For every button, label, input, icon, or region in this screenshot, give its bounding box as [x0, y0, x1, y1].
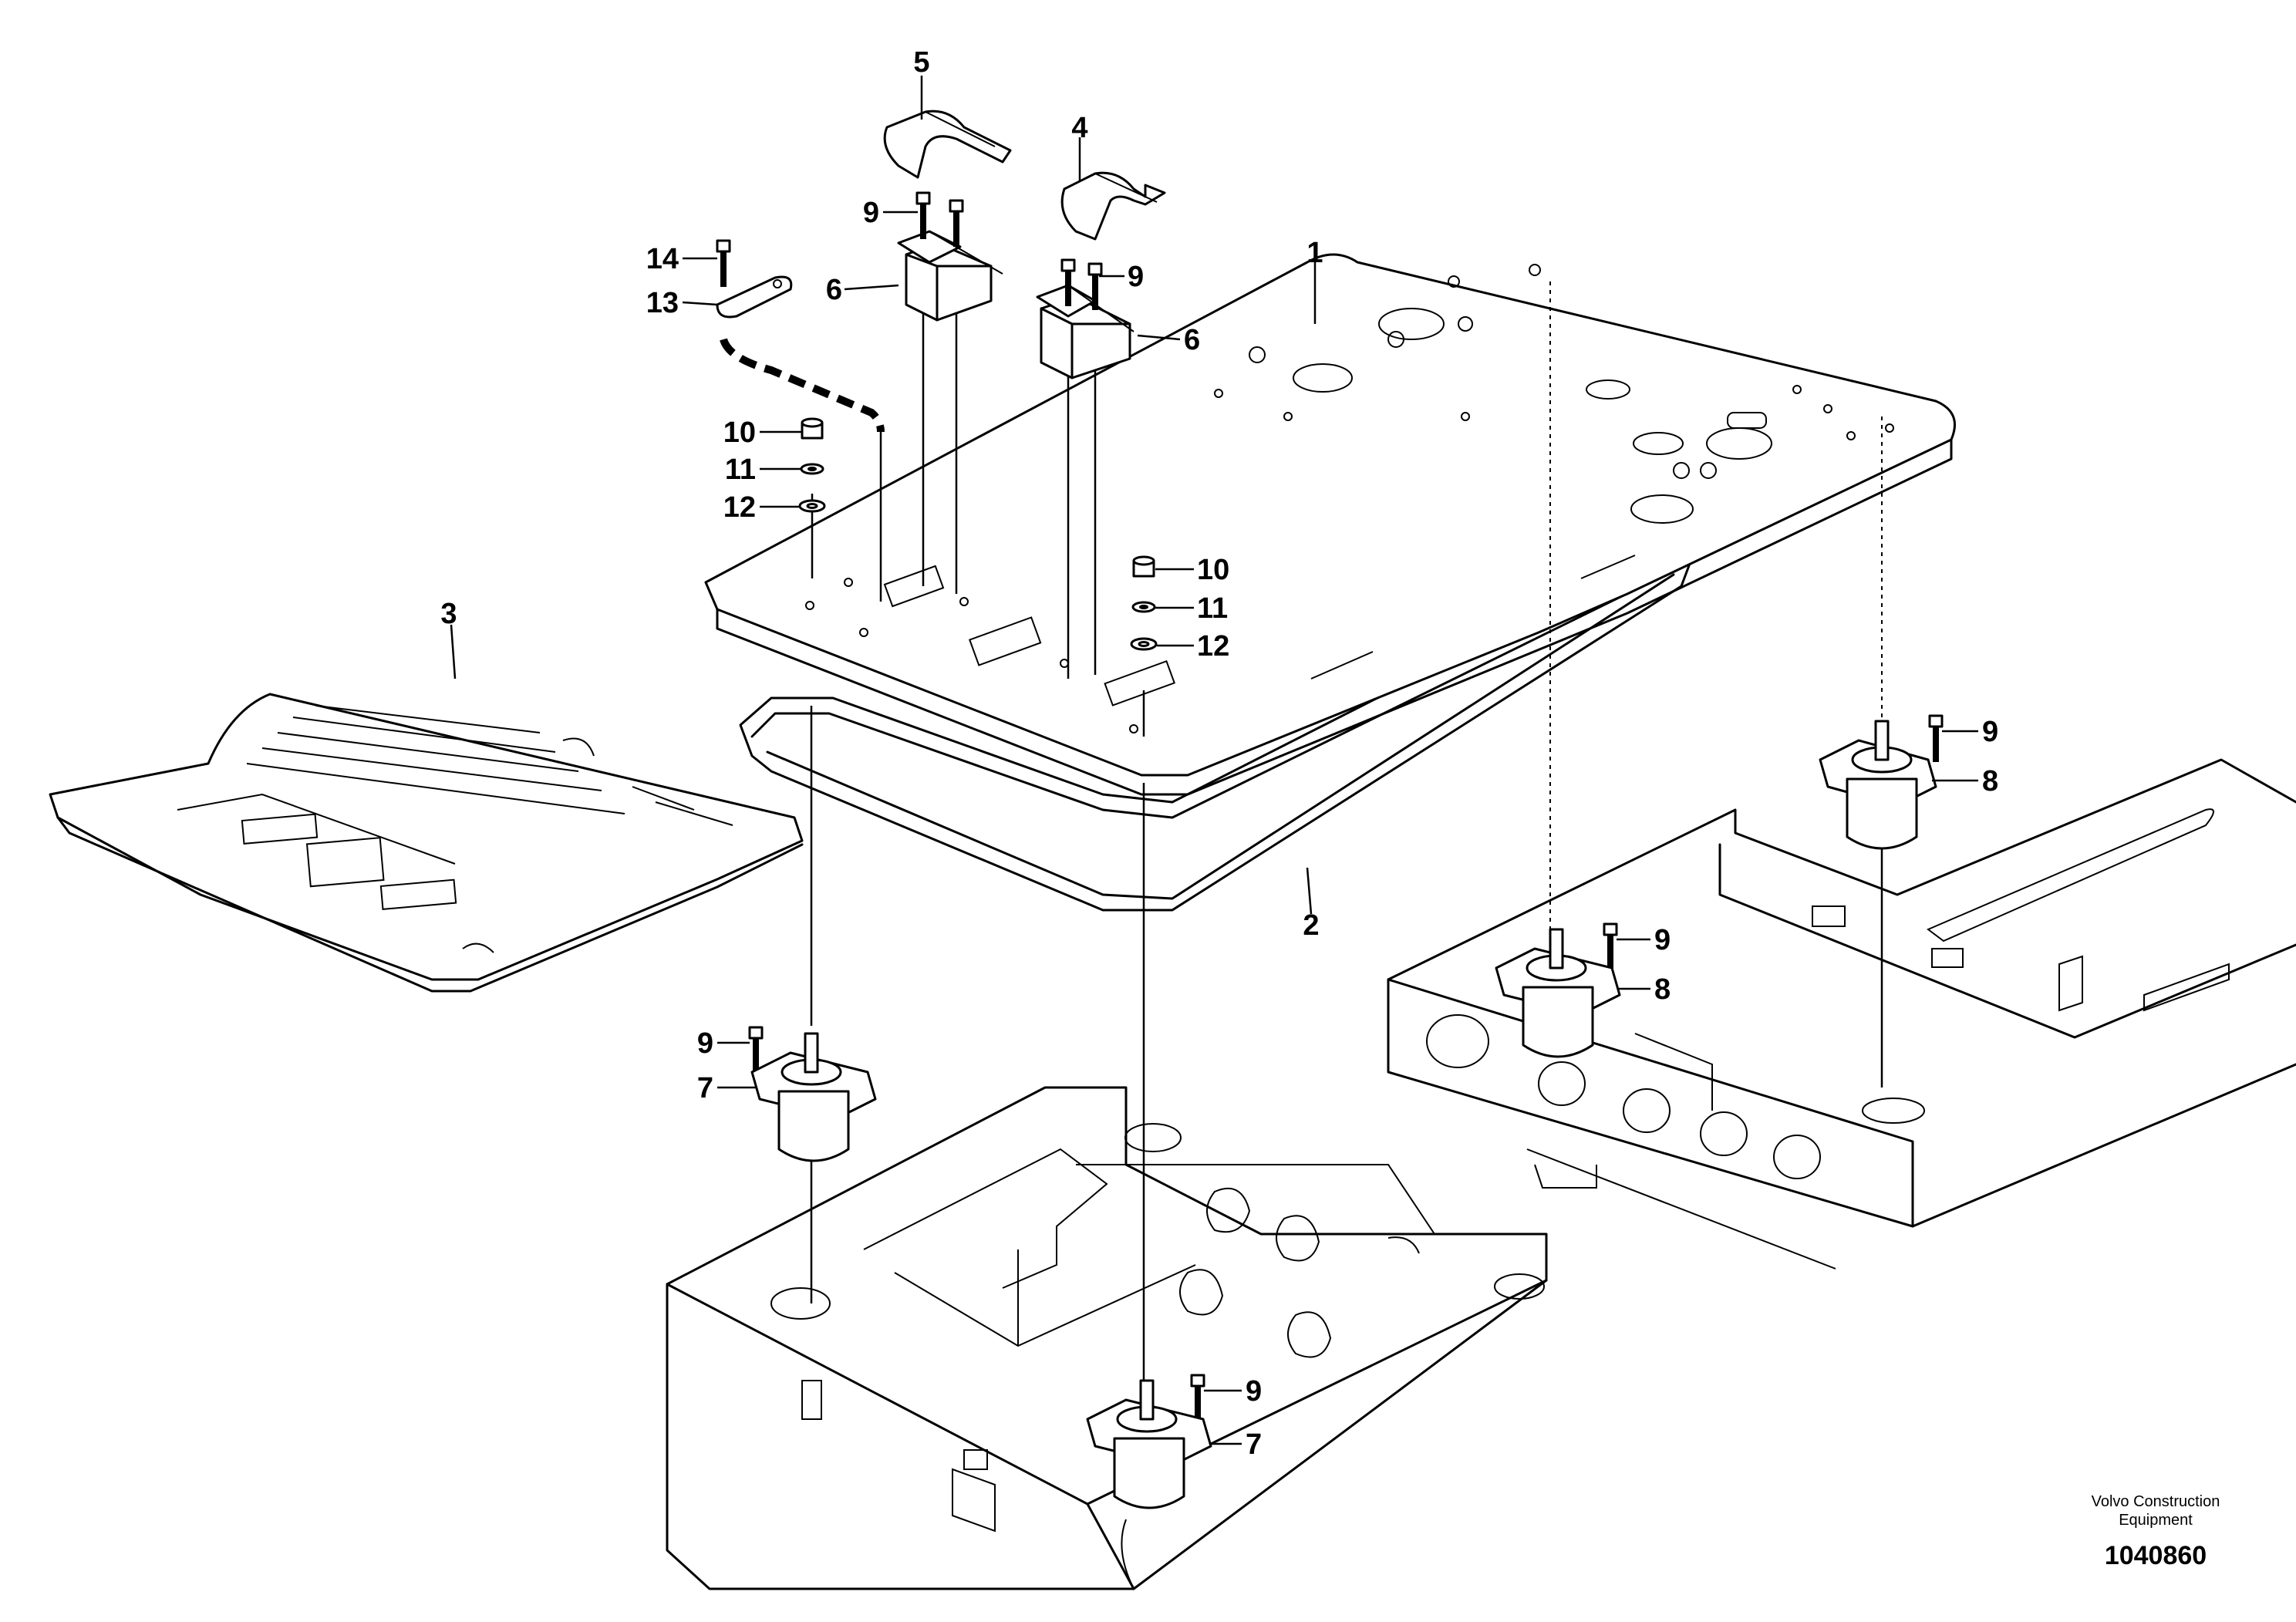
- bolt-9-h: [1190, 1374, 1205, 1421]
- callout-10-right: 10: [1197, 554, 1229, 586]
- document-number: 1040860: [2105, 1541, 2207, 1570]
- callout-labels: 1 2 3 4 5 6 6 7 7 8 8 9 9 9 9 9 9 10 10 …: [440, 46, 1998, 1461]
- bolt-9-d: [1087, 262, 1103, 310]
- callout-7-front: 7: [1246, 1428, 1262, 1461]
- callout-10-left: 10: [723, 416, 756, 449]
- callout-12-left: 12: [723, 491, 756, 524]
- callout-9-rear: 9: [1982, 716, 1998, 748]
- callout-4: 4: [1071, 112, 1087, 144]
- rubber-mount-8-middle: [1495, 928, 1621, 1058]
- callout-9-left: 9: [697, 1027, 713, 1060]
- callout-2: 2: [1303, 909, 1319, 942]
- lower-frame-rear: [1387, 758, 2296, 1270]
- floor-plate: [704, 253, 1956, 796]
- callout-9-front: 9: [1246, 1375, 1262, 1408]
- callout-6-left: 6: [826, 274, 842, 306]
- leader-lines: [450, 76, 1978, 1445]
- callout-12-right: 12: [1197, 630, 1229, 663]
- callout-13: 13: [646, 287, 679, 319]
- bolt-9-a: [915, 191, 931, 239]
- nut-washer-stack-left: [798, 417, 826, 513]
- nut-washer-stack-right: [1130, 555, 1158, 651]
- bolt-9-f: [1603, 922, 1618, 970]
- rubber-mount-7-front: [1086, 1379, 1212, 1509]
- callout-11-right: 11: [1197, 592, 1228, 625]
- callout-8-middle: 8: [1654, 973, 1671, 1006]
- rubber-mount-8-rear: [1819, 720, 1937, 850]
- bolt-9-e: [1928, 714, 1944, 762]
- callout-14: 14: [646, 243, 679, 275]
- callout-5: 5: [913, 46, 929, 79]
- callout-9-middle: 9: [1654, 924, 1671, 956]
- cover-part-5: [883, 110, 1012, 179]
- bolt-14: [716, 239, 731, 287]
- bracket-6-left: [897, 230, 1003, 322]
- bolt-9-c: [1060, 258, 1076, 306]
- callout-9-top-left: 9: [863, 197, 879, 229]
- brand-line-2: Equipment: [2119, 1512, 2193, 1529]
- bolt-9-g: [748, 1026, 764, 1074]
- floor-mat: [49, 693, 804, 993]
- cover-plate-13: [716, 275, 793, 319]
- bolt-9-b: [949, 199, 964, 247]
- callout-9-top-right: 9: [1128, 261, 1144, 293]
- brand-line-1: Volvo Construction: [2092, 1493, 2220, 1510]
- assembly-lines: [720, 255, 1883, 1388]
- rubber-mount-7-left: [750, 1032, 877, 1162]
- cover-part-4: [1060, 171, 1166, 241]
- callout-7-left: 7: [697, 1072, 713, 1104]
- callout-3: 3: [440, 598, 457, 630]
- callout-8-rear: 8: [1982, 765, 1998, 798]
- callout-1: 1: [1306, 237, 1323, 269]
- callout-11-left: 11: [725, 454, 756, 486]
- footer-branding: Volvo Construction Equipment 1040860: [2092, 1493, 2220, 1570]
- lower-frame-front: [666, 1086, 1548, 1590]
- callout-6-right: 6: [1184, 324, 1200, 356]
